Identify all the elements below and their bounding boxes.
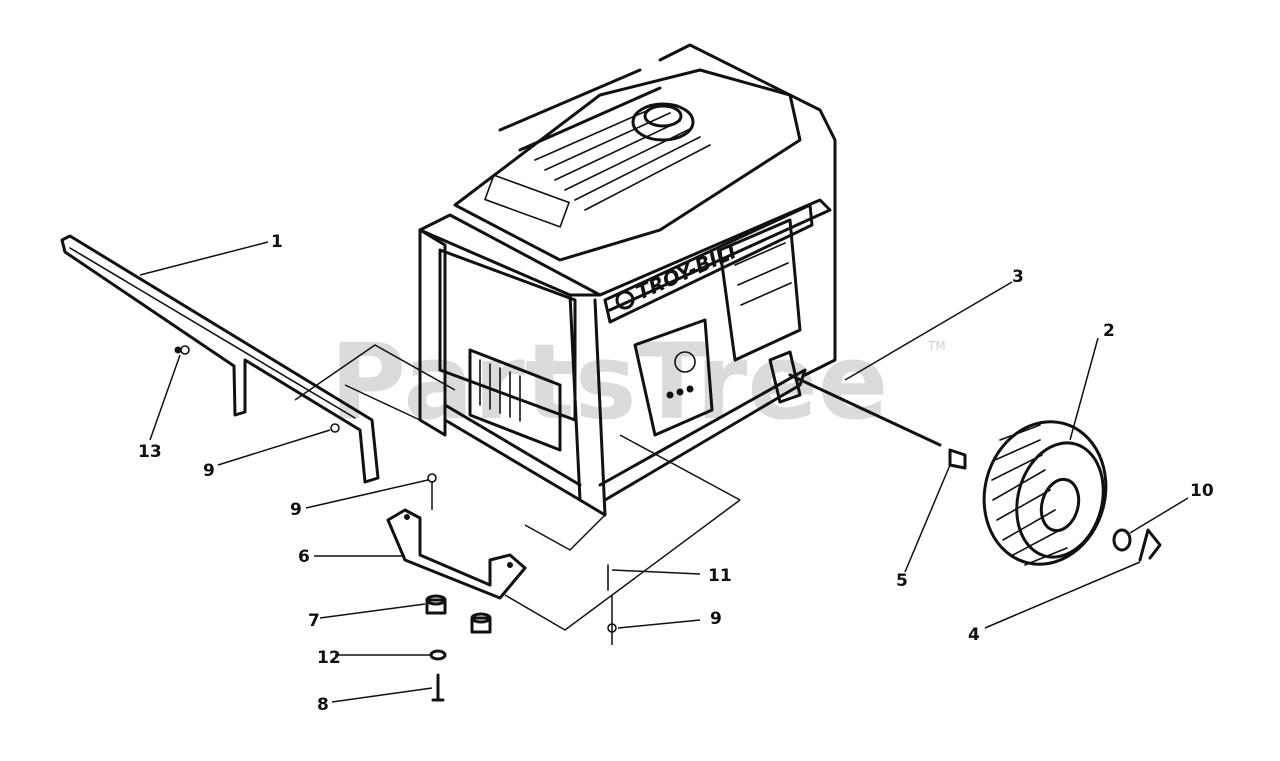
callout-13: 13 <box>138 442 162 462</box>
bracket-part-6 <box>386 508 527 600</box>
frame-bottom-front <box>598 368 807 502</box>
generator-assembly: TROY-BILT <box>418 43 837 517</box>
assembly-line-mount <box>504 499 741 631</box>
wheel-hub <box>1039 477 1081 533</box>
tank-ribs <box>498 68 662 152</box>
washer-part-10 <box>1112 528 1132 552</box>
callout-1: 1 <box>271 232 283 252</box>
bolt-8 <box>431 673 445 702</box>
washer-10 <box>1112 528 1132 552</box>
axle <box>788 373 942 447</box>
rubber-feet-part-7 <box>425 594 492 634</box>
axle-bracket <box>768 350 802 404</box>
callout-4: 4 <box>968 625 980 645</box>
engine-block <box>718 218 802 362</box>
callout-9-upper: 9 <box>290 500 302 520</box>
spacer-part-5 <box>948 448 967 470</box>
alternator-panel <box>438 248 577 422</box>
handle-inner-line <box>69 247 356 419</box>
fuel-cap <box>631 102 695 142</box>
callout-8: 8 <box>317 695 329 715</box>
hairpin-part-4 <box>1138 528 1162 562</box>
rubber-foot-right <box>470 616 492 634</box>
spacer <box>948 448 967 470</box>
tank-label <box>483 174 571 228</box>
callout-10: 10 <box>1190 481 1214 501</box>
callout-11: 11 <box>708 566 732 586</box>
frame-rear <box>658 43 837 377</box>
nut-9-handle <box>330 423 340 433</box>
tank-vents <box>534 104 711 211</box>
watermark-tm: TM <box>927 339 946 353</box>
alternator-vents <box>479 359 521 422</box>
frame-bottom-left <box>443 403 582 502</box>
control-panel <box>633 318 714 437</box>
assembly-line-foot <box>524 514 606 551</box>
callout-12: 12 <box>317 648 341 668</box>
callout-labels: 1 2 3 4 5 6 7 8 9 9 9 10 11 12 13 <box>138 232 1214 715</box>
callout-5: 5 <box>896 571 908 591</box>
handle-bolt-hole <box>174 346 182 354</box>
hairpin-clip <box>1138 528 1162 562</box>
callout-7: 7 <box>308 611 320 631</box>
engine-fins <box>734 242 792 306</box>
alternator-housing <box>468 348 562 452</box>
tire-inner <box>1015 441 1105 559</box>
callout-6: 6 <box>298 547 310 567</box>
assembly-line-handle <box>294 344 456 401</box>
callout-3: 3 <box>1012 267 1024 287</box>
washer-12 <box>429 649 447 661</box>
assembly-line-mount-2 <box>619 434 741 501</box>
frame-left-front <box>418 228 447 437</box>
tire-outer <box>982 420 1108 566</box>
callout-leaders <box>139 241 1189 703</box>
fuel-tank <box>453 68 802 262</box>
wheel-part-2 <box>982 420 1108 566</box>
mounting-bracket <box>386 508 527 600</box>
callout-2: 2 <box>1103 321 1115 341</box>
assembly-line-handle-2 <box>344 384 421 421</box>
callout-9-handle: 9 <box>203 461 215 481</box>
brand-dot <box>615 290 635 310</box>
callout-9-lower: 9 <box>710 609 722 629</box>
control-panel-holes <box>666 385 694 399</box>
rubber-foot-left <box>425 598 447 615</box>
screw-13 <box>180 345 190 355</box>
tire-tread <box>991 424 1068 566</box>
brand-plate <box>603 203 814 324</box>
watermark: PartsTree TM <box>330 321 946 443</box>
assembly-lines <box>294 344 741 631</box>
control-dial <box>674 351 696 373</box>
fuel-cap-top <box>643 104 683 128</box>
hardware <box>180 345 617 702</box>
axle-part-3 <box>788 373 942 447</box>
nut-9-upper <box>427 473 437 483</box>
